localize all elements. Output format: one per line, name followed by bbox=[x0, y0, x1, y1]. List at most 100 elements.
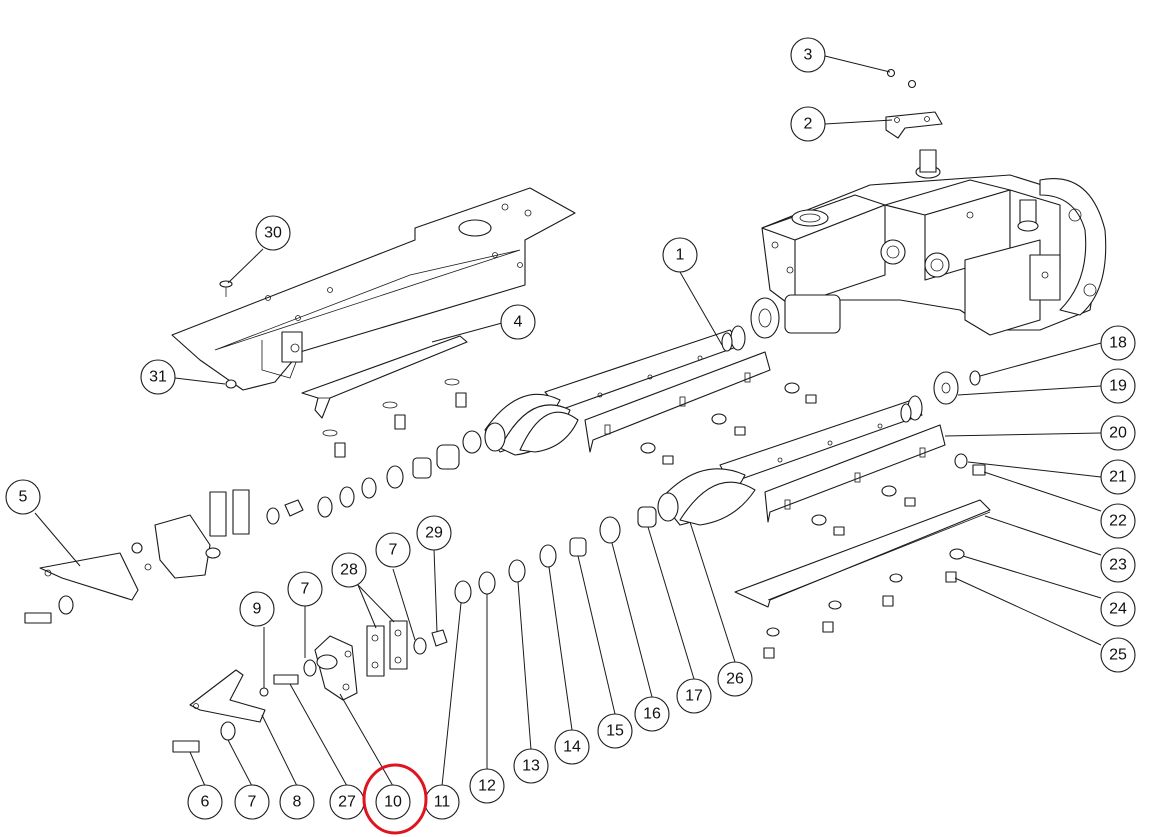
highlight-callout-10 bbox=[362, 763, 428, 835]
callout-17: 17 bbox=[676, 678, 712, 714]
callout-29: 29 bbox=[416, 515, 452, 551]
svg-text:16: 16 bbox=[643, 706, 661, 723]
callout-23: 23 bbox=[1100, 547, 1136, 583]
svg-text:19: 19 bbox=[1109, 378, 1127, 395]
svg-text:15: 15 bbox=[606, 723, 624, 740]
callout-7c: 7 bbox=[375, 532, 411, 568]
svg-text:31: 31 bbox=[149, 369, 167, 386]
angle-part-23 bbox=[734, 499, 991, 608]
washer-part-7c bbox=[413, 637, 427, 655]
svg-text:27: 27 bbox=[338, 794, 356, 811]
bracket-part-5 bbox=[39, 552, 139, 601]
svg-text:12: 12 bbox=[478, 778, 496, 795]
callout-13: 13 bbox=[513, 748, 549, 784]
leader-lines bbox=[34, 55, 1102, 787]
callout-26: 26 bbox=[717, 661, 753, 697]
nut-part-9 bbox=[259, 687, 269, 697]
lower-fasteners bbox=[763, 370, 986, 659]
callout-25: 25 bbox=[1100, 637, 1136, 673]
svg-text:14: 14 bbox=[563, 739, 581, 756]
callout-4: 4 bbox=[500, 304, 536, 340]
svg-text:29: 29 bbox=[425, 525, 443, 542]
svg-text:10: 10 bbox=[384, 794, 402, 811]
svg-text:3: 3 bbox=[804, 47, 813, 64]
angle-strip-part-4 bbox=[301, 335, 468, 419]
callout-15: 15 bbox=[597, 713, 633, 749]
washer-part-11 bbox=[454, 580, 472, 604]
svg-text:24: 24 bbox=[1109, 601, 1127, 618]
callouts: 1 2 3 4 5 6 7 8 27 10 11 12 13 14 15 16 … bbox=[5, 37, 1136, 820]
svg-text:8: 8 bbox=[293, 794, 302, 811]
gearbox-assembly bbox=[750, 68, 1107, 339]
callout-14: 14 bbox=[554, 729, 590, 765]
svg-text:2: 2 bbox=[804, 116, 813, 133]
svg-text:7: 7 bbox=[301, 581, 310, 598]
callout-10: 10 bbox=[375, 784, 411, 820]
callout-1: 1 bbox=[662, 237, 698, 273]
svg-text:20: 20 bbox=[1109, 425, 1127, 442]
seal-part-14 bbox=[539, 544, 557, 568]
washer-part-12 bbox=[478, 571, 496, 595]
shim-part-28b bbox=[389, 620, 408, 670]
nut-part-31 bbox=[225, 379, 237, 389]
svg-text:5: 5 bbox=[19, 489, 28, 506]
svg-text:13: 13 bbox=[522, 758, 540, 775]
callout-7a: 7 bbox=[234, 784, 270, 820]
callout-8: 8 bbox=[279, 784, 315, 820]
callout-18: 18 bbox=[1100, 325, 1136, 361]
callout-9: 9 bbox=[239, 591, 275, 627]
callout-2: 2 bbox=[790, 106, 826, 142]
svg-text:7: 7 bbox=[389, 542, 398, 559]
svg-text:30: 30 bbox=[264, 225, 282, 242]
bolt-part-27 bbox=[273, 674, 299, 685]
callout-21: 21 bbox=[1100, 459, 1136, 495]
svg-text:21: 21 bbox=[1109, 469, 1127, 486]
svg-text:23: 23 bbox=[1109, 557, 1127, 574]
bearing-part-16 bbox=[599, 516, 621, 544]
callout-3: 3 bbox=[790, 37, 826, 73]
upper-fasteners bbox=[322, 378, 817, 465]
svg-text:6: 6 bbox=[201, 794, 210, 811]
svg-text:22: 22 bbox=[1109, 513, 1127, 530]
bracket-part-8 bbox=[189, 669, 266, 723]
upper-plate bbox=[584, 351, 771, 453]
svg-text:9: 9 bbox=[253, 601, 262, 618]
rivet-part-30 bbox=[219, 280, 233, 297]
washer-part-13 bbox=[508, 559, 526, 583]
svg-text:26: 26 bbox=[726, 671, 744, 688]
upper-left-bracket-group bbox=[131, 489, 250, 579]
shim-part-28a bbox=[366, 625, 385, 677]
callout-28: 28 bbox=[331, 552, 367, 588]
nuts-part-3 bbox=[886, 68, 917, 89]
callout-7b: 7 bbox=[287, 571, 323, 607]
callout-5: 5 bbox=[5, 479, 41, 515]
svg-text:1: 1 bbox=[676, 247, 685, 264]
callout-16: 16 bbox=[634, 696, 670, 732]
nut-part-29 bbox=[431, 629, 448, 647]
callout-24: 24 bbox=[1100, 591, 1136, 627]
frame-plate bbox=[171, 187, 576, 391]
lower-auger bbox=[657, 395, 923, 526]
callout-27: 27 bbox=[329, 784, 365, 820]
spacer-part-15 bbox=[569, 537, 587, 557]
callout-31: 31 bbox=[140, 359, 176, 395]
callout-11: 11 bbox=[424, 784, 460, 820]
callout-30: 30 bbox=[255, 215, 291, 251]
washer-part-7a bbox=[220, 721, 236, 741]
upper-bearing-stack bbox=[266, 430, 482, 525]
callout-19: 19 bbox=[1100, 368, 1136, 404]
bushing-part-17 bbox=[637, 506, 657, 528]
lower-bearing-stack bbox=[454, 506, 657, 604]
svg-text:25: 25 bbox=[1109, 647, 1127, 664]
bolt-part-6 bbox=[172, 740, 200, 753]
callout-22: 22 bbox=[1100, 503, 1136, 539]
svg-text:4: 4 bbox=[514, 314, 523, 331]
callout-6: 6 bbox=[187, 784, 223, 820]
bracket-part-2 bbox=[885, 111, 943, 139]
upper-auger-part-1 bbox=[484, 325, 746, 456]
callout-12: 12 bbox=[469, 768, 505, 804]
svg-text:7: 7 bbox=[248, 794, 257, 811]
svg-text:18: 18 bbox=[1109, 335, 1127, 352]
washer-part-7b bbox=[303, 659, 317, 677]
